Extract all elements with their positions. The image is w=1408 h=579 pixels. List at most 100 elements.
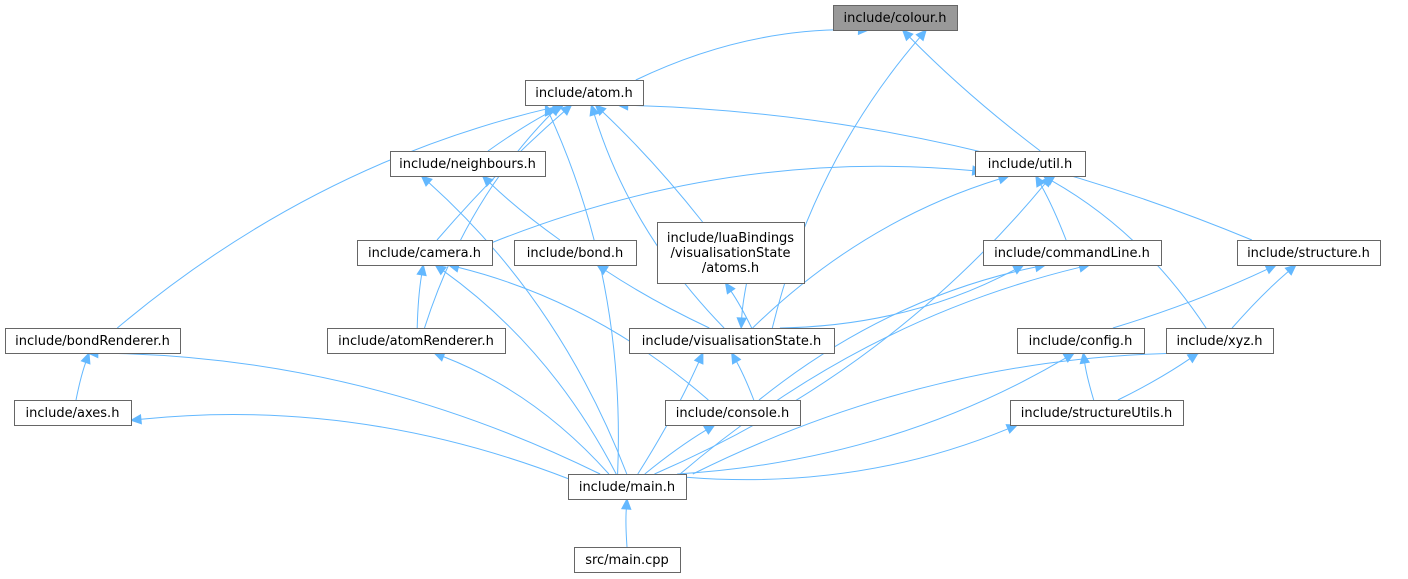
node-box-bondrenderer — [5, 328, 181, 354]
node-xyz[interactable]: include/xyz.h — [1166, 328, 1274, 354]
node-label-visstate: include/visualisationState.h — [642, 334, 821, 349]
node-camera[interactable]: include/camera.h — [357, 240, 493, 266]
node-box-lua — [657, 222, 805, 284]
edge-atomrenderer-to-atom — [424, 111, 554, 329]
node-label-xyz: include/xyz.h — [1176, 334, 1262, 349]
node-box-mainh — [568, 474, 687, 500]
edge-mainh-to-commandline — [679, 266, 1080, 475]
node-box-util — [975, 151, 1086, 177]
arrowhead-lua-to-atom — [594, 104, 607, 116]
nodes-layer: include/colour.h include/atom.h include/ne… — [5, 5, 1381, 573]
node-box-structureutils — [1010, 400, 1184, 426]
node-atomrenderer[interactable]: include/atomRenderer.h — [327, 328, 506, 354]
node-label-structure: include/structure.h — [1247, 246, 1370, 261]
node-config[interactable]: include/config.h — [1017, 328, 1145, 354]
node-box-atom — [525, 80, 644, 106]
node-atom[interactable]: include/atom.h — [525, 80, 644, 106]
arrowhead-visstate-to-colour — [915, 29, 927, 42]
edge-mainh-to-util — [654, 183, 1046, 475]
node-colour[interactable]: include/colour.h — [833, 5, 958, 31]
arrowhead-visstate-to-commandline — [1011, 264, 1025, 275]
arrowhead-config-to-structure — [1264, 264, 1278, 275]
node-structure[interactable]: include/structure.h — [1237, 240, 1381, 266]
edge-atom-to-colour — [635, 29, 859, 81]
edge-visstate-to-lua — [730, 291, 753, 329]
node-box-neighbours — [390, 151, 546, 177]
node-lua[interactable]: include/luaBindings/visualisationState/a… — [657, 222, 805, 284]
node-label-config: include/config.h — [1029, 334, 1133, 349]
edge-config-to-structure — [1112, 268, 1268, 329]
node-box-xyz — [1166, 328, 1274, 354]
arrowhead-mainh-to-axes — [129, 413, 142, 425]
edge-camera-to-util — [491, 165, 973, 244]
arrowhead-mainh-to-console — [702, 424, 716, 435]
node-bondrenderer[interactable]: include/bondRenderer.h — [5, 328, 181, 354]
edge-mainh-to-config — [677, 357, 1066, 475]
edge-mainh-to-atom — [549, 113, 619, 475]
edge-bondrenderer-to-atom — [116, 106, 554, 329]
node-util[interactable]: include/util.h — [975, 151, 1086, 177]
edge-console-to-visstate — [736, 361, 755, 401]
node-label-util: include/util.h — [988, 157, 1072, 172]
node-label-lua-2: /atoms.h — [702, 261, 759, 276]
arrowhead-camera-to-atom — [560, 104, 573, 116]
node-box-visstate — [629, 328, 835, 354]
node-label-maincpp: src/main.cpp — [585, 553, 669, 568]
node-maincpp[interactable]: src/main.cpp — [574, 547, 681, 573]
node-neighbours[interactable]: include/neighbours.h — [390, 151, 546, 177]
arrowhead-bond-to-neighbours — [481, 175, 494, 188]
node-label-structureutils: include/structureUtils.h — [1021, 406, 1172, 421]
edge-visstate-to-bond — [605, 270, 710, 329]
arrowhead-xyz-to-structure — [1284, 264, 1297, 276]
edge-mainh-to-structureutils — [685, 428, 1009, 481]
node-label-commandline: include/commandLine.h — [994, 246, 1150, 261]
node-box-commandline — [983, 240, 1162, 266]
arrowhead-console-to-visstate — [731, 351, 742, 365]
edge-mainh-to-camera — [443, 270, 617, 475]
edge-console-to-commandline — [758, 266, 1036, 401]
arrowhead-mainh-to-camera — [434, 264, 447, 276]
arrowhead-lua-to-visstate — [736, 317, 747, 330]
node-bond[interactable]: include/bond.h — [514, 240, 637, 266]
edge-visstate-to-util — [752, 178, 1000, 329]
edge-xyz-to-structure — [1231, 271, 1289, 329]
arrowhead-visstate-to-bond — [596, 264, 609, 276]
edge-visstate-to-colour — [771, 37, 921, 329]
edge-bond-to-neighbours — [489, 182, 561, 241]
arrowhead-axes-to-bondrenderer — [80, 351, 91, 365]
node-label-lua-0: include/luaBindings — [667, 231, 794, 246]
arrowhead-visstate-to-lua — [724, 281, 736, 295]
node-box-axes — [14, 400, 132, 426]
node-visstate[interactable]: include/visualisationState.h — [629, 328, 835, 354]
edge-visstate-to-commandline — [779, 269, 1016, 329]
edge-structure-to-atom — [627, 104, 1253, 241]
edge-lua-to-atom — [602, 111, 703, 223]
node-console[interactable]: include/console.h — [665, 400, 801, 426]
arrowhead-mainh-to-util — [1040, 175, 1053, 188]
node-box-colour — [833, 5, 958, 31]
edge-mainh-to-console — [644, 429, 707, 475]
node-label-atomrenderer: include/atomRenderer.h — [338, 334, 494, 349]
node-box-console — [665, 400, 801, 426]
edge-maincpp-to-mainh — [625, 508, 628, 548]
node-label-mainh: include/main.h — [579, 480, 675, 495]
arrowhead-visstate-to-atom — [589, 103, 600, 117]
arrowhead-maincpp-to-mainh — [620, 497, 632, 510]
node-axes[interactable]: include/axes.h — [14, 400, 132, 426]
node-box-structure — [1237, 240, 1381, 266]
edge-util-to-colour — [909, 36, 1041, 152]
node-label-console: include/console.h — [676, 406, 790, 421]
edge-mainh-to-xyz — [692, 352, 1190, 475]
edge-structureutils-to-xyz — [1117, 358, 1191, 401]
edge-mainh-to-atomrenderer — [443, 356, 610, 475]
arrowhead-mainh-to-atom — [544, 103, 555, 117]
edge-mainh-to-axes — [140, 414, 569, 480]
arrowhead-commandline-to-util — [1035, 174, 1046, 188]
node-mainh[interactable]: include/main.h — [568, 474, 687, 500]
node-structureutils[interactable]: include/structureUtils.h — [1010, 400, 1184, 426]
edge-console-to-camera — [458, 266, 709, 401]
node-commandline[interactable]: include/commandLine.h — [983, 240, 1162, 266]
node-box-camera — [357, 240, 493, 266]
edge-axes-to-bondrenderer — [75, 362, 87, 401]
